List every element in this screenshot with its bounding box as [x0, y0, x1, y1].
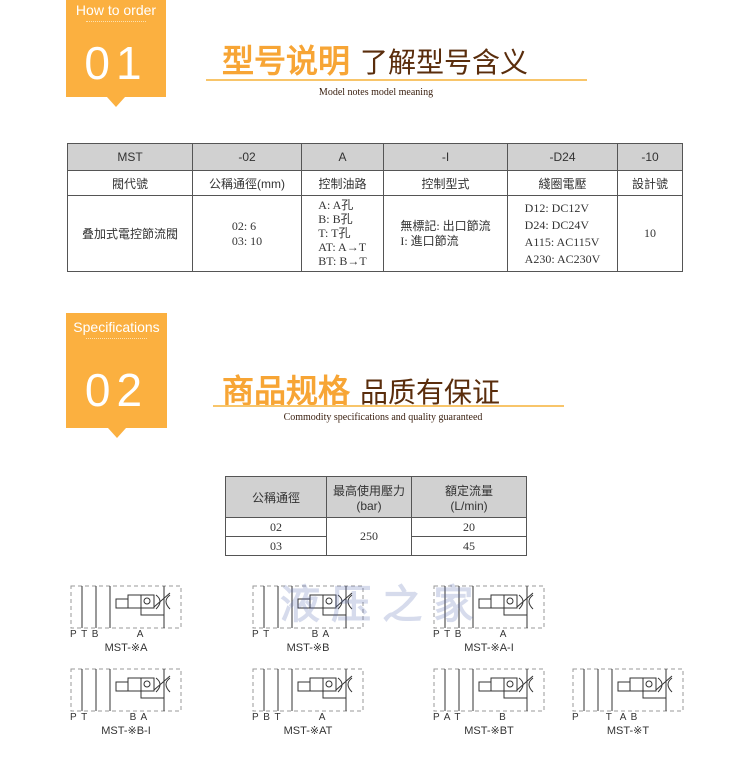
- port-labels: P B T A: [252, 712, 327, 723]
- valve-name-cell: 叠加式電控節流閥: [67, 195, 193, 272]
- header-cell: 最高使用壓力(bar): [326, 476, 412, 518]
- header-cell: 設計號: [617, 170, 683, 196]
- symbol-name: MST-※BT: [464, 725, 514, 737]
- section-badge-01: How to order 01: [66, 0, 166, 107]
- line: I: 進口節流: [400, 233, 459, 248]
- valve-symbol-3: P T B A MST-※A-I: [433, 585, 545, 654]
- header-cell: 額定流量(L/min): [411, 476, 527, 518]
- flow-cell: 45: [411, 536, 527, 556]
- title-text: 品质有保证: [360, 376, 501, 409]
- code-cell: -I: [383, 143, 508, 171]
- title-underline: [206, 79, 587, 81]
- header-line: 最高使用壓力: [332, 483, 405, 498]
- valve-symbol-5: P B T A MST-※AT: [252, 668, 364, 737]
- header-cell: 公稱通徑: [225, 476, 327, 518]
- header-cell: 控制油路: [301, 170, 384, 196]
- badge-pointer: [107, 97, 125, 107]
- port-labels: P A T B: [433, 712, 507, 723]
- badge-label: How to order: [75, 2, 157, 18]
- line: AT: A→T: [318, 240, 367, 254]
- port-labels: P T B A: [433, 629, 508, 640]
- code-cell: -D24: [507, 143, 618, 171]
- section-title: 型号说明了解型号含义: [222, 36, 528, 82]
- valve-schematic-icon: [433, 585, 545, 629]
- header-line: 額定流量: [444, 483, 493, 498]
- spec-table: 公稱通徑 最高使用壓力(bar) 額定流量(L/min) 02 250 20 0…: [225, 476, 527, 556]
- line: 無標記: 出口節流: [400, 218, 491, 233]
- badge-decoration: [86, 21, 146, 24]
- pressure-cell: 250: [326, 517, 412, 556]
- valve-schematic-icon: [252, 585, 364, 629]
- table-row: 02 250 20: [225, 517, 527, 556]
- design-cell: 10: [617, 195, 683, 272]
- line: 03: 10: [231, 233, 263, 248]
- header-line: (bar): [356, 498, 382, 513]
- header-line: (L/min): [450, 498, 488, 513]
- section-subtitle: Commodity specifications and quality gua…: [283, 412, 483, 423]
- header-cell: 閥代號: [67, 170, 193, 196]
- line: 02: 6: [231, 218, 257, 233]
- badge-label: Specifications: [73, 319, 160, 335]
- size-cell: 03: [225, 536, 327, 556]
- section-title: 商品规格品质有保证: [222, 366, 500, 412]
- valve-schematic-icon: [70, 585, 182, 629]
- line: B: B孔: [318, 212, 353, 226]
- header-cell: 綫圈電壓: [507, 170, 618, 196]
- line: A230: AC230V: [524, 251, 601, 266]
- port-labels: P T B A: [252, 629, 331, 640]
- symbol-name: MST-※T: [606, 725, 650, 737]
- symbol-name: MST-※AT: [283, 725, 333, 737]
- title-text: 了解型号含义: [360, 46, 529, 79]
- valve-schematic-icon: [252, 668, 364, 712]
- port-labels: P T B A: [70, 629, 145, 640]
- code-cell: -10: [617, 143, 683, 171]
- line: D12: DC12V: [524, 200, 589, 215]
- header-cell: 公稱通徑(mm): [192, 170, 302, 196]
- flow-cell: 20: [411, 517, 527, 537]
- header-cell: 控制型式: [383, 170, 508, 196]
- section-badge-02: Specifications 02: [66, 313, 167, 438]
- valve-symbol-4: P T B A MST-※B-I: [70, 668, 182, 737]
- model-code-table: MST -02 A -I -D24 -10 閥代號 公稱通徑(mm) 控制油路 …: [67, 143, 683, 272]
- size-cell: 02: [225, 517, 327, 537]
- valve-symbol-6: P A T B MST-※BT: [433, 668, 545, 737]
- code-cell: A: [301, 143, 384, 171]
- symbol-name: MST-※A-I: [464, 642, 514, 654]
- section-subtitle: Model notes model meaning: [318, 87, 434, 98]
- symbol-name: MST-※A: [104, 642, 148, 654]
- line: BT: B→T: [318, 254, 367, 268]
- port-labels: P T B A: [70, 712, 149, 723]
- badge-decoration: [86, 338, 147, 341]
- badge-number: 01: [84, 37, 148, 89]
- title-highlight: 型号说明: [222, 42, 351, 80]
- code-cell: -02: [192, 143, 302, 171]
- table-row: 03 45: [225, 536, 527, 556]
- valve-symbol-1: P T B A MST-※A: [70, 585, 182, 654]
- line: A: A孔: [318, 198, 354, 212]
- valve-schematic-icon: [70, 668, 182, 712]
- symbol-name: MST-※B: [286, 642, 330, 654]
- port-labels: P T A B: [572, 712, 639, 723]
- badge-number: 02: [84, 364, 149, 416]
- voltage-cell: D12: DC12V D24: DC24V A115: AC115V A230: AC…: [507, 195, 618, 272]
- valve-schematic-icon: [433, 668, 545, 712]
- title-underline: [213, 405, 564, 407]
- line: A115: AC115V: [524, 234, 600, 249]
- symbol-name: MST-※B-I: [101, 725, 151, 737]
- line: T: T孔: [318, 226, 351, 240]
- valve-symbol-7: P T A B MST-※T: [572, 668, 684, 737]
- code-cell: MST: [67, 143, 193, 171]
- line: D24: DC24V: [524, 217, 589, 232]
- valve-schematic-icon: [572, 668, 684, 712]
- badge-pointer: [107, 428, 126, 438]
- valve-symbol-2: P T B A MST-※B: [252, 585, 364, 654]
- title-highlight: 商品规格: [222, 372, 351, 410]
